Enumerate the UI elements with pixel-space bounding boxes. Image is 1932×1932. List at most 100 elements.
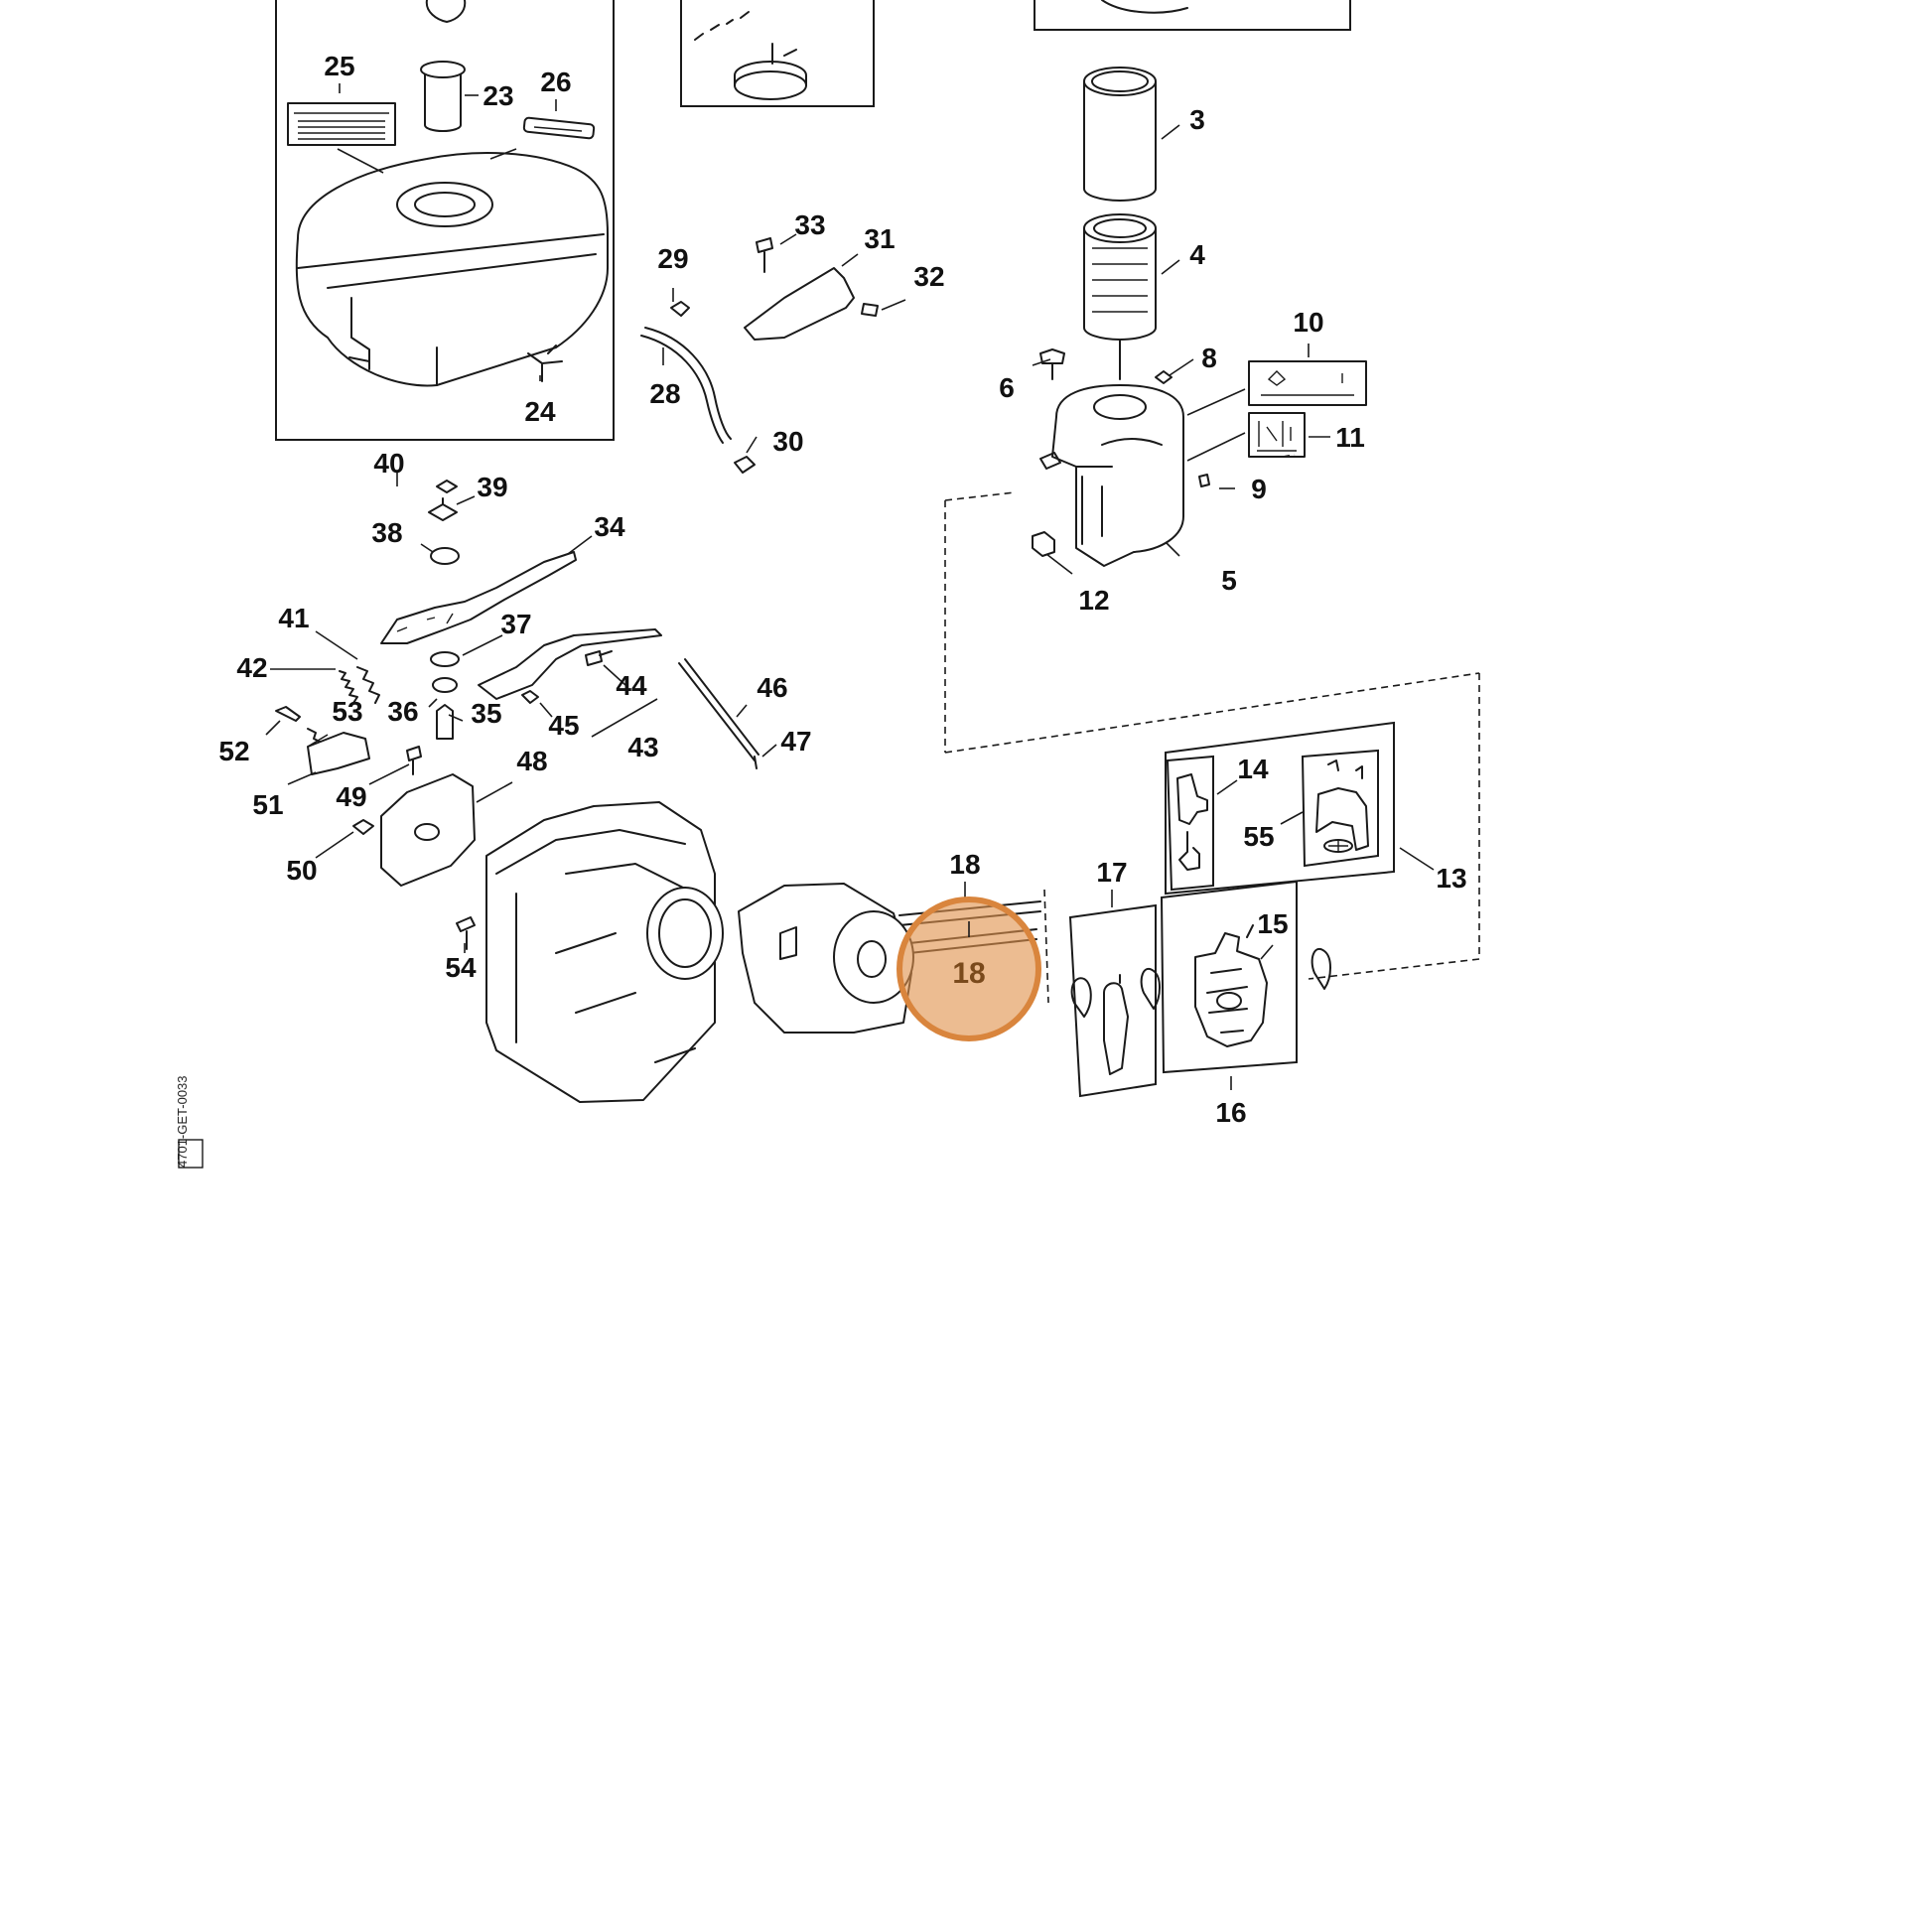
bolt-33 [756, 237, 773, 273]
governor-rod-46 [678, 658, 759, 761]
upper-right-part [1101, 0, 1188, 14]
callout-13: 13 [1436, 863, 1466, 894]
cap-strainer [771, 43, 797, 65]
callout-43: 43 [627, 732, 658, 762]
nut-8 [1155, 370, 1173, 384]
cap-chain [694, 11, 750, 41]
spring-53 [307, 728, 323, 744]
pivot-36 [436, 704, 454, 740]
callout-37: 37 [500, 609, 531, 639]
nut-50 [352, 819, 374, 835]
nut-12 [1032, 531, 1055, 557]
callout-53: 53 [332, 696, 362, 727]
callout-41: 41 [278, 603, 309, 633]
air-cleaner-housing-5 [1051, 384, 1184, 567]
highlight-label: 18 [952, 957, 985, 990]
callout-5: 5 [1221, 565, 1237, 596]
callout-30: 30 [772, 426, 803, 457]
callout-38: 38 [371, 517, 402, 548]
callout-15: 15 [1257, 908, 1288, 939]
frame-14 [1166, 755, 1214, 892]
fuel-line-28 [644, 327, 732, 440]
callout-49: 49 [336, 781, 366, 812]
callout-29: 29 [657, 243, 688, 274]
callout-11: 11 [1335, 422, 1365, 453]
callout-47: 47 [780, 726, 811, 757]
air-filter-element-3 [1083, 81, 1157, 202]
callout-14: 14 [1237, 754, 1269, 784]
governor-lever-43 [478, 628, 662, 700]
callout-31: 31 [864, 223, 895, 254]
gasket [1070, 977, 1092, 1018]
callout-54: 54 [445, 952, 477, 983]
callout-18: 18 [949, 849, 980, 880]
callout-46: 46 [757, 672, 787, 703]
callout-25: 25 [324, 51, 354, 81]
callout-34: 34 [594, 511, 625, 542]
warning-label-25 [287, 102, 396, 146]
callout-48: 48 [516, 746, 547, 776]
callout-10: 10 [1293, 307, 1323, 338]
bolt-49 [406, 746, 422, 775]
callout-36: 36 [387, 696, 418, 727]
upper-right-frame [1034, 0, 1351, 31]
carburetor-frame-16 [1160, 880, 1298, 1074]
callout-26: 26 [540, 67, 571, 97]
fuel-cap [734, 70, 807, 100]
fuel-cap-body [734, 61, 807, 86]
bolt-6 [1039, 348, 1065, 380]
bolt-32 [861, 303, 879, 317]
callout-16: 16 [1215, 1097, 1246, 1128]
air-filter-element-4 [1083, 228, 1157, 341]
fuel-cap-group-frame [680, 0, 875, 107]
bracket-31 [744, 267, 855, 341]
tank-strap [425, 0, 467, 23]
nut-39 [436, 480, 458, 493]
callout-8: 8 [1201, 343, 1217, 373]
bracket-48 [380, 773, 476, 887]
callout-6: 6 [999, 372, 1015, 403]
nut-45 [521, 690, 539, 704]
bracket-51 [307, 732, 370, 775]
fuel-tank [295, 152, 609, 387]
callout-52: 52 [218, 736, 249, 766]
callout-labels: 25 23 26 24 29 28 33 31 32 30 3 4 6 8 10… [218, 51, 1466, 1128]
callout-45: 45 [548, 710, 579, 741]
callout-51: 51 [252, 789, 283, 820]
insulator [1103, 974, 1129, 1075]
callout-32: 32 [913, 261, 944, 292]
throttle-lever-55 [1315, 759, 1369, 851]
dashed-assembly-frame [944, 454, 1480, 980]
callout-42: 42 [236, 652, 267, 683]
frame-55 [1301, 749, 1379, 868]
callout-9: 9 [1251, 474, 1267, 504]
tank-filler-neck [396, 182, 493, 227]
kit-frame-13 [1165, 721, 1395, 896]
bolt-44 [585, 650, 613, 666]
fuel-tank-group-frame [275, 0, 615, 441]
callout-3: 3 [1189, 104, 1205, 135]
callout-50: 50 [286, 855, 317, 886]
gasket-frame-17 [1068, 903, 1157, 1098]
callout-17: 17 [1096, 857, 1127, 888]
bolt-54 [456, 916, 476, 950]
callout-24: 24 [524, 396, 556, 427]
screw-9 [1198, 474, 1210, 487]
highlight-marker[interactable] [897, 897, 1041, 1041]
gasket-right [1311, 948, 1331, 990]
callout-55: 55 [1243, 821, 1274, 852]
callout-4: 4 [1189, 239, 1205, 270]
callout-23: 23 [483, 80, 513, 111]
drawing-code-box [178, 1139, 204, 1169]
spring-41 [356, 666, 380, 704]
washer-37 [430, 651, 460, 667]
callout-12: 12 [1078, 585, 1109, 616]
label-10 [1248, 360, 1367, 406]
callout-39: 39 [477, 472, 507, 502]
tank-clip-26 [522, 116, 596, 140]
callout-28: 28 [649, 378, 680, 409]
callout-44: 44 [616, 670, 647, 701]
callout-33: 33 [794, 209, 825, 240]
control-lever-34 [380, 551, 577, 644]
